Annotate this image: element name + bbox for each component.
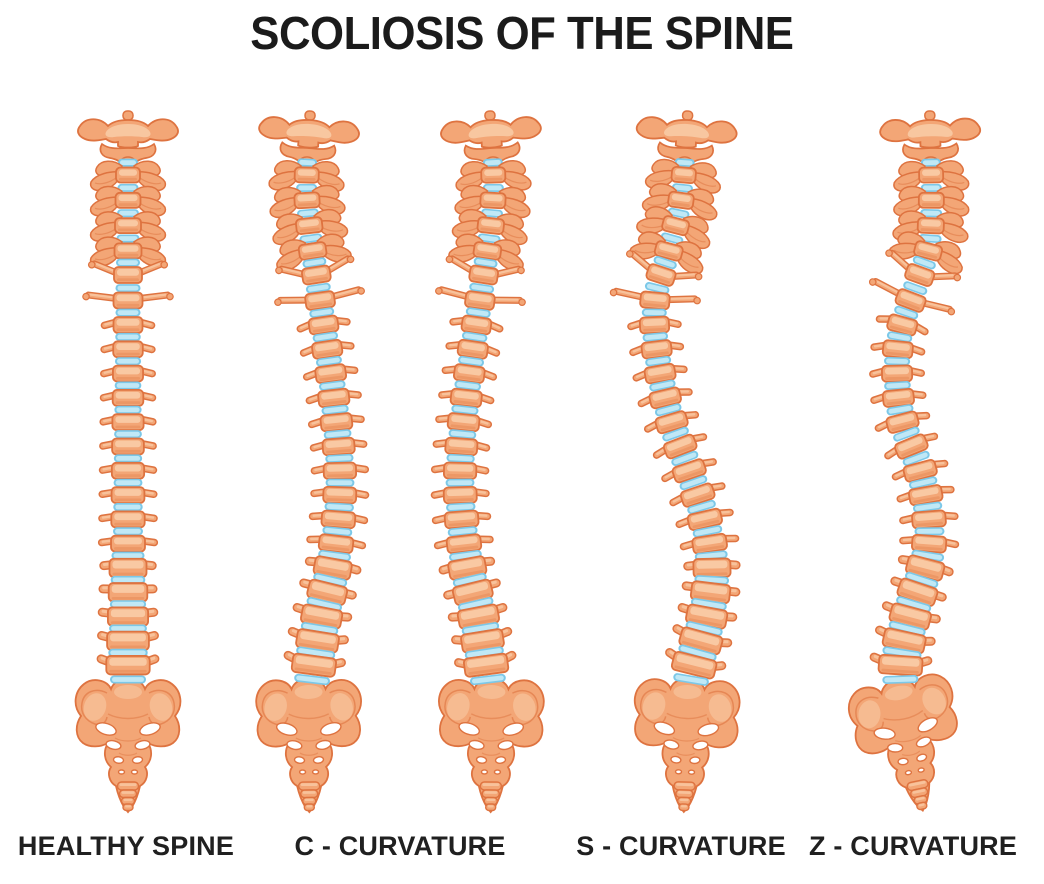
c-curvature-right-convex-illustration	[255, 110, 370, 814]
label-c-curvature: C - CURVATURE	[294, 831, 506, 861]
healthy-spine-illustration	[74, 110, 182, 814]
z-curvature-illustration	[847, 110, 982, 812]
label-healthy-spine: HEALTHY SPINE	[17, 831, 235, 861]
title-row: SCOLIOSIS OF THE SPINE	[0, 6, 1044, 60]
c-curvature-left-convex-illustration	[430, 110, 545, 814]
page-title: SCOLIOSIS OF THE SPINE	[250, 7, 794, 59]
label-s-curvature: S - CURVATURE	[576, 831, 786, 861]
s-curvature-illustration	[609, 110, 741, 814]
label-z-curvature: Z - CURVATURE	[808, 831, 1018, 861]
